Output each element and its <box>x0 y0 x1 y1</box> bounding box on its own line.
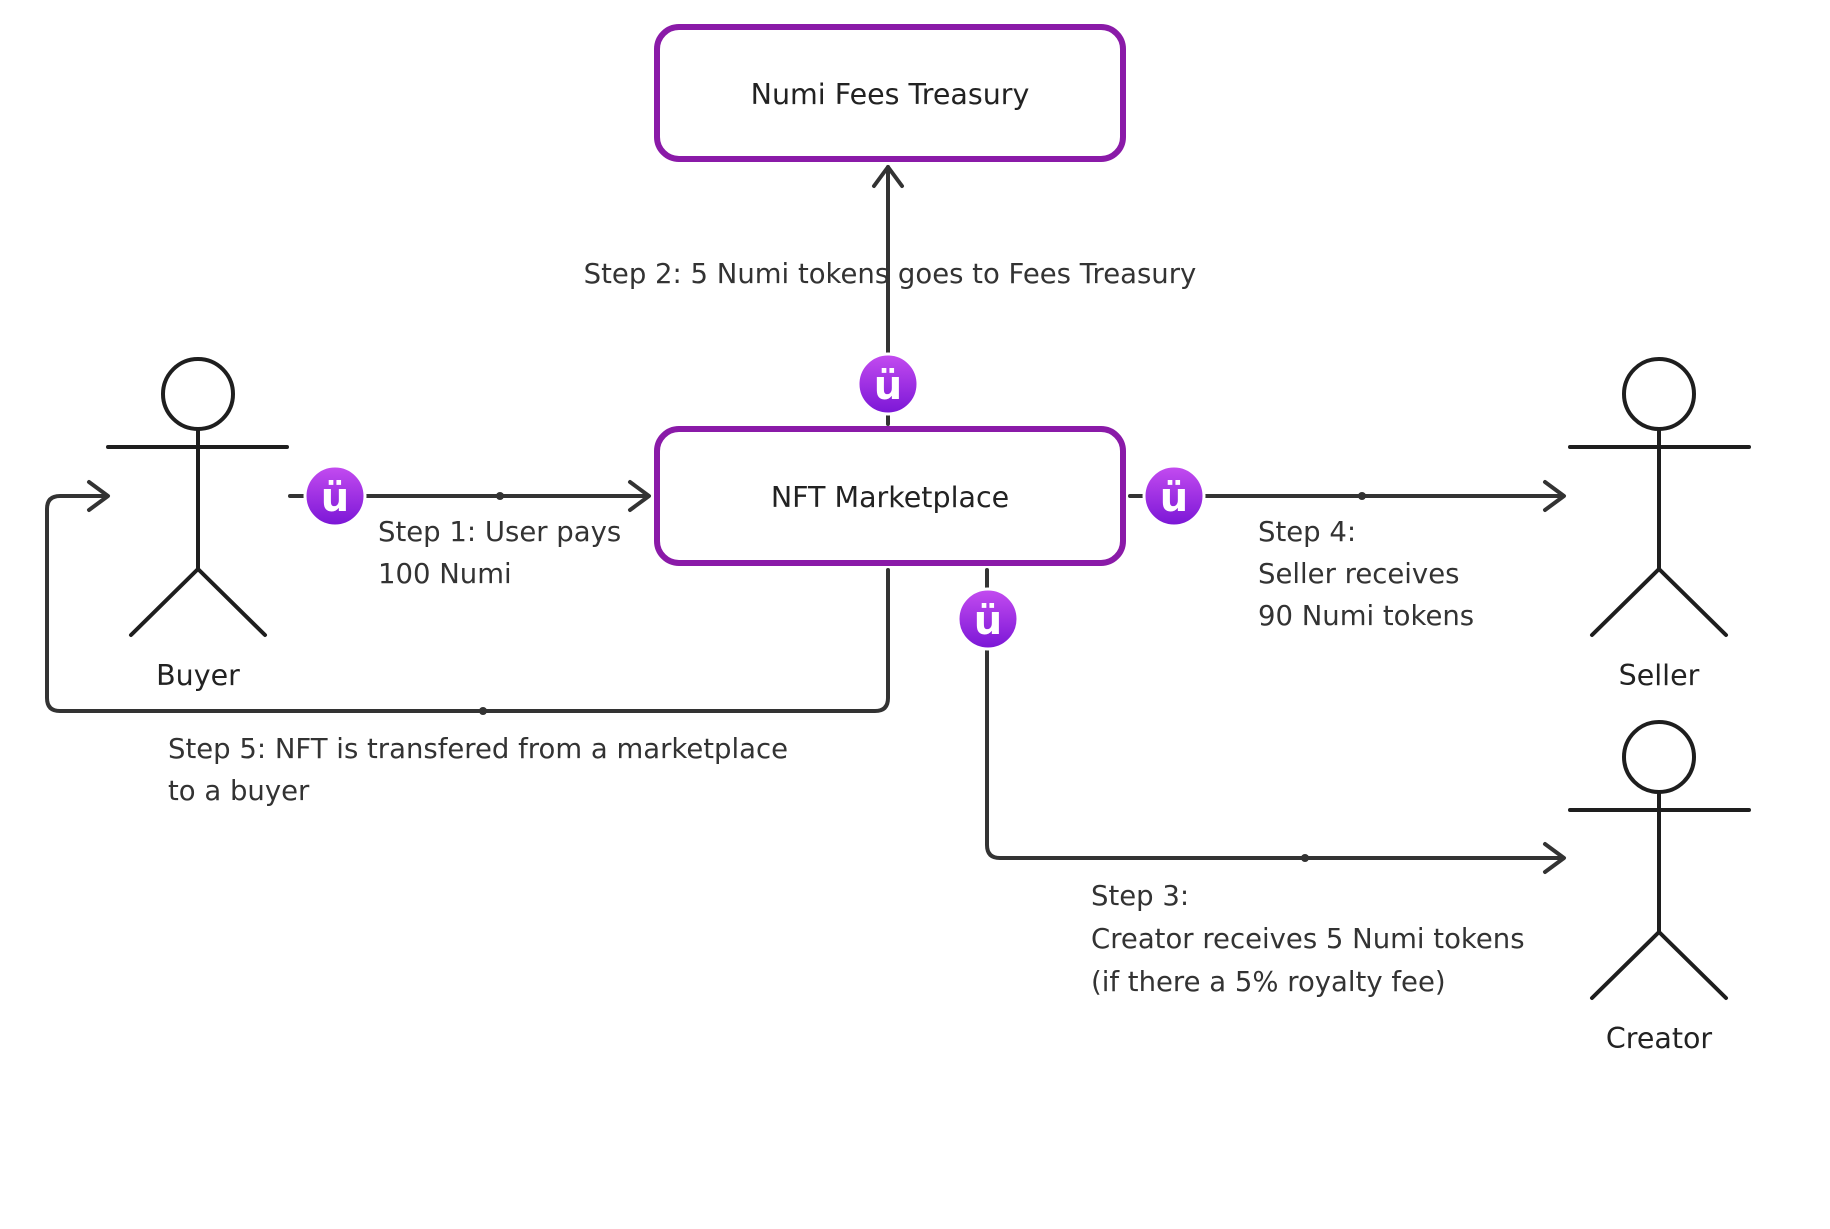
step3-label: Step 3: Creator receives 5 Numi tokens (… <box>1091 880 1533 998</box>
arrowhead-buyer <box>87 480 110 512</box>
connector-marketplace-buyer <box>45 494 890 713</box>
midpoint-dot <box>496 492 504 500</box>
arrowhead-treasury <box>872 165 904 188</box>
arrowhead-marketplace <box>628 480 651 512</box>
buyer-actor-icon <box>106 357 289 637</box>
numi-coin-icon: ü <box>1142 464 1206 528</box>
svg-text:ü: ü <box>974 598 1002 644</box>
step2-label: Step 2: 5 Numi tokens goes to Fees Treas… <box>584 258 1197 290</box>
step5-label: Step 5: NFT is transfered from a marketp… <box>168 733 797 807</box>
seller-actor-icon <box>1568 357 1751 637</box>
creator-actor-icon <box>1568 720 1751 1000</box>
midpoint-dot <box>1358 492 1366 500</box>
arrowhead-creator <box>1543 842 1566 874</box>
numi-coin-icon: ü <box>856 352 920 416</box>
treasury-box <box>654 24 1126 162</box>
numi-coin-icon: ü <box>956 587 1020 651</box>
buyer-label: Buyer <box>156 659 240 692</box>
marketplace-box-label: NFT Marketplace <box>771 481 1009 514</box>
seller-label: Seller <box>1619 659 1700 692</box>
step4-label: Step 4: Seller receives 90 Numi tokens <box>1258 516 1474 632</box>
svg-text:ü: ü <box>874 363 902 409</box>
step1-label: Step 1: User pays 100 Numi <box>378 516 630 590</box>
connector-marketplace-creator <box>985 568 1564 860</box>
midpoint-dot <box>1301 854 1309 862</box>
numi-coin-icon: ü <box>303 464 367 528</box>
arrowhead-seller <box>1543 480 1566 512</box>
midpoint-dot <box>479 707 487 715</box>
treasury-box-label: Numi Fees Treasury <box>751 78 1030 111</box>
creator-label: Creator <box>1606 1022 1713 1055</box>
svg-text:ü: ü <box>321 475 349 521</box>
svg-text:ü: ü <box>1160 475 1188 521</box>
marketplace-box <box>654 426 1126 566</box>
